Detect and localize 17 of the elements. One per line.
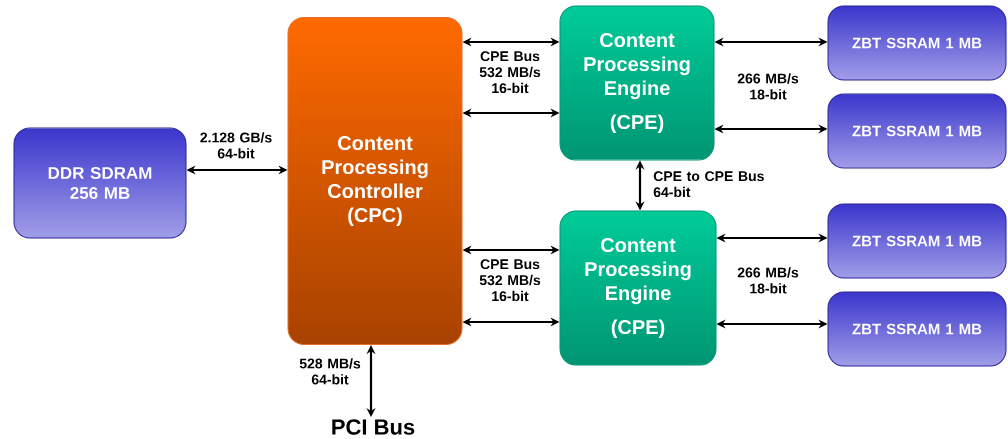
memory-box: ZBT SSRAM 1 MB	[827, 291, 1007, 367]
double-arrow	[366, 345, 376, 417]
memory-box: ZBT SSRAM 1 MB	[827, 93, 1007, 169]
bus-label: 266 MB/s 18-bit	[737, 267, 799, 294]
bus-label: 266 MB/s 18-bit	[737, 73, 799, 100]
memory-box: ZBT SSRAM 1 MB	[827, 5, 1007, 81]
bus-label: CPE Bus 532 MB/s 16-bit	[479, 259, 541, 302]
engine-box: Content Processing Engine (CPE)	[559, 210, 717, 366]
bus-label: CPE Bus 532 MB/s 16-bit	[479, 51, 541, 94]
controller-box: Content Processing Controller (CPC)	[287, 17, 463, 345]
engine-box: Content Processing Engine (CPE)	[559, 5, 715, 161]
bus-label: PCI Bus	[332, 419, 415, 435]
edge-label: CPE to CPE Bus 64-bit	[653, 171, 764, 198]
memory-box: ZBT SSRAM 1 MB	[827, 203, 1007, 279]
memory-box: DDR SDRAM 256 MB	[13, 127, 187, 239]
edge-label: 528 MB/s 64-bit	[299, 358, 361, 385]
edge-label: 2.128 GB/s 64-bit	[200, 132, 272, 159]
